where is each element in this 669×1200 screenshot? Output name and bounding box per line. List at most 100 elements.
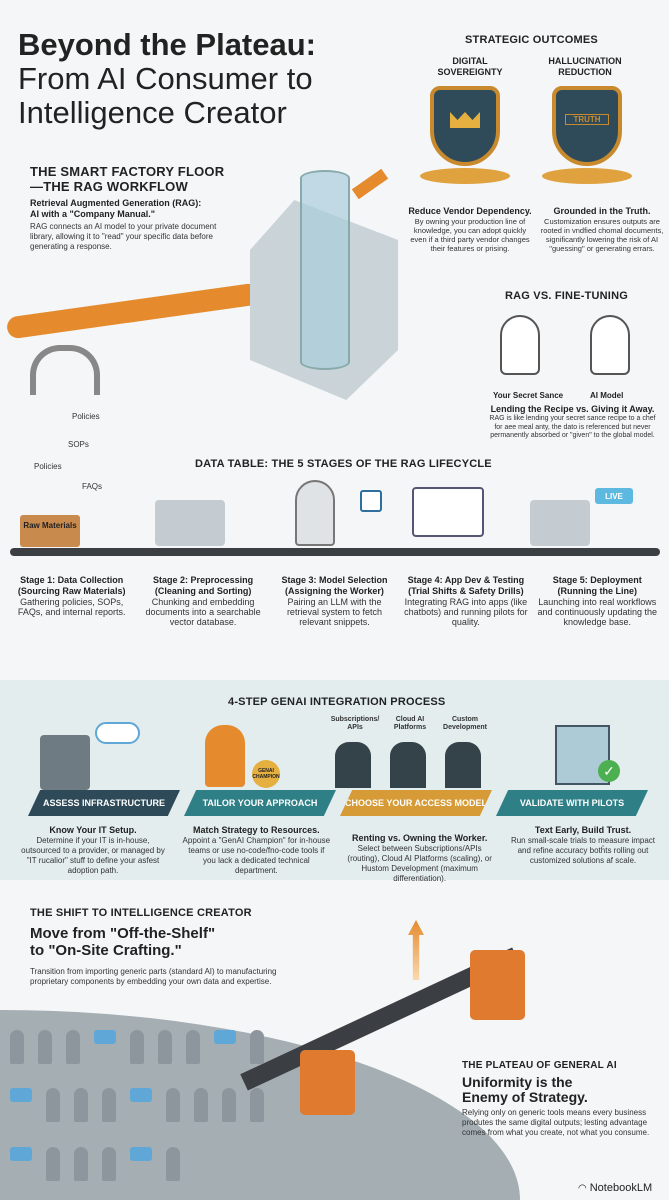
truth-badge: TRUTH (565, 114, 609, 125)
server-icon (40, 735, 90, 790)
outcomes-heading: STRATEGIC OUTCOMES (465, 34, 598, 46)
door-icon (335, 742, 371, 788)
outcome-title: Grounded in the Truth. (553, 206, 651, 216)
step-title: Match Strategy to Resources. (193, 825, 320, 835)
page-title: Beyond the Plateau: From AI Consumer to … (18, 28, 398, 130)
shift-title-2: to "On-Site Crafting." (30, 942, 182, 959)
step-detail: Renting vs. Owning the Worker.Select bet… (345, 833, 495, 884)
stage-title: Stage 1: Data Collection (20, 575, 124, 585)
ai-model-label: AI Model (590, 391, 624, 400)
plateau-title-2: Enemy of Strategy. (462, 1089, 588, 1105)
table-heading: DATA TABLE: THE 5 STAGES OF THE RAG LIFE… (195, 458, 492, 470)
crowd-illustration (10, 1030, 280, 1195)
plateau-section: THE PLATEAU OF GENERAL AI Uniformity is … (462, 1060, 662, 1138)
step-detail: Match Strategy to Resources.Appoint a "G… (181, 825, 331, 884)
stage-title: Stage 5: Deployment (552, 575, 642, 585)
title-line-3: Intelligence Creator (18, 95, 287, 130)
outcome-label-sovereignty: DIGITAL SOVEREIGNTY (437, 56, 503, 77)
person-icon (38, 1030, 52, 1064)
stage-2: Stage 2: Preprocessing(Cleaning and Sort… (139, 575, 267, 627)
person-icon (222, 1088, 236, 1123)
stage-text: Pairing an LLM with the retrieval system… (286, 597, 382, 627)
person-icon (66, 1030, 80, 1064)
doc-label: SOPs (68, 440, 89, 449)
person-icon (46, 1146, 60, 1181)
ai-chef-icon (590, 315, 630, 375)
check-icon: ✓ (598, 760, 620, 782)
up-arrow-icon (408, 920, 424, 980)
stage-sub: (Running the Line) (557, 586, 637, 596)
raw-materials-box-icon: Raw Materials (20, 515, 80, 547)
person-icon (74, 1146, 88, 1181)
rag-vs-ft-title: Lending the Recipe vs. Giving it Away. (490, 404, 655, 414)
person-icon (46, 1088, 60, 1123)
rag-subtitle: Retrieval Augmented Generation (RAG): (30, 198, 202, 208)
step-tailor: TAILOR YOUR APPROACH (184, 790, 336, 816)
step-assess: ASSESS INFRASTRUCTURE (28, 790, 180, 816)
rag-vs-ft-heading: RAG VS. FINE-TUNING (505, 290, 628, 302)
arrow-illustration (351, 168, 389, 200)
stage-5: Stage 5: Deployment(Running the Line)Lau… (533, 575, 661, 627)
stage-title: Stage 2: Preprocessing (153, 575, 254, 585)
stage-sub: (Sourcing Raw Materials) (17, 586, 126, 596)
worker-icon (205, 725, 245, 787)
person-icon (10, 1030, 24, 1064)
stage-text: Integrating RAG into apps (like chatbots… (404, 597, 528, 627)
secret-sauce-label: Your Secret Sance (493, 391, 564, 400)
person-icon (194, 1088, 208, 1123)
stage-4: Stage 4: App Dev & Testing(Trial Shifts … (402, 575, 530, 627)
integration-details: Know Your IT Setup.Determine if your IT … (18, 825, 658, 884)
title-line-1: Beyond the Plateau: (18, 27, 316, 62)
live-badge: LIVE (595, 488, 633, 504)
step-title: Renting vs. Owning the Worker. (351, 833, 488, 843)
notebooklm-icon: ◠ (578, 1182, 587, 1194)
robot-worker-icon (295, 480, 335, 546)
outcome-hallucination: Grounded in the Truth. Customization ens… (538, 206, 666, 253)
rag-intro: THE SMART FACTORY FLOOR —THE RAG WORKFLO… (30, 164, 230, 252)
champion-badge: GENAI CHAMPION (252, 760, 280, 788)
pedestal (420, 168, 510, 184)
outcome-text: Customization ensures outputs are rooted… (540, 217, 664, 253)
plateau-heading: THE PLATEAU OF GENERAL AI (462, 1060, 617, 1071)
rag-subtitle-2: AI with a "Company Manual." (30, 209, 156, 219)
glass-tank-illustration (300, 170, 350, 370)
stage-sub: (Cleaning and Sorting) (154, 586, 252, 596)
stage-sub: (Trial Shifts & Safety Drills) (408, 586, 524, 596)
shift-title: Move from "Off-the-Shelf" (30, 925, 216, 942)
truth-shield-icon: TRUTH (552, 86, 622, 166)
stage-3: Stage 3: Model Selection(Assigning the W… (270, 575, 398, 627)
stage-title: Stage 4: App Dev & Testing (407, 575, 525, 585)
rag-heading-2: —THE RAG WORKFLOW (30, 179, 188, 194)
person-icon (166, 1146, 180, 1181)
person-icon (166, 1088, 180, 1123)
crown-shield-icon (430, 86, 500, 166)
preprocessing-machine-icon (155, 500, 225, 546)
access-label: Custom Development (443, 716, 487, 731)
access-label: Cloud AI Platforms (393, 716, 427, 731)
chat-bubble-icon (10, 1088, 32, 1103)
step-text: Select between Subscriptions/APIs (routi… (347, 844, 492, 883)
shift-text: Transition from importing generic parts … (30, 967, 277, 986)
plateau-text: Relying only on generic tools means ever… (462, 1108, 650, 1137)
step-text: Appoint a "GenAI Champion" for in-house … (182, 836, 331, 875)
rag-text: RAG connects an AI model to your private… (30, 222, 217, 251)
chef-icon (500, 315, 540, 375)
deployment-machine-icon (530, 500, 590, 546)
stage-title: Stage 3: Model Selection (281, 575, 388, 585)
step-detail: Know Your IT Setup.Determine if your IT … (18, 825, 168, 884)
machine-illustration (470, 950, 525, 1020)
plateau-title: Uniformity is the (462, 1074, 573, 1090)
conveyor-belt (10, 548, 660, 556)
step-text: Run small-scale trials to measure impact… (510, 836, 655, 865)
stage-text: Gathering policies, SOPs, FAQs, and inte… (17, 597, 126, 617)
pedestal (542, 168, 632, 184)
stages-row: Stage 1: Data Collection(Sourcing Raw Ma… (0, 575, 669, 627)
door-icon (445, 742, 481, 788)
doc-label: FAQs (82, 482, 103, 491)
integration-heading: 4-STEP GENAI INTEGRATION PROCESS (228, 696, 446, 708)
step-detail: Text Early, Build Trust.Run small-scale … (508, 825, 658, 884)
person-icon (74, 1088, 88, 1123)
outcome-title: Reduce Vendor Dependency. (408, 206, 532, 216)
person-icon (102, 1146, 116, 1181)
access-label: Subscriptions/ APIs (330, 716, 380, 731)
